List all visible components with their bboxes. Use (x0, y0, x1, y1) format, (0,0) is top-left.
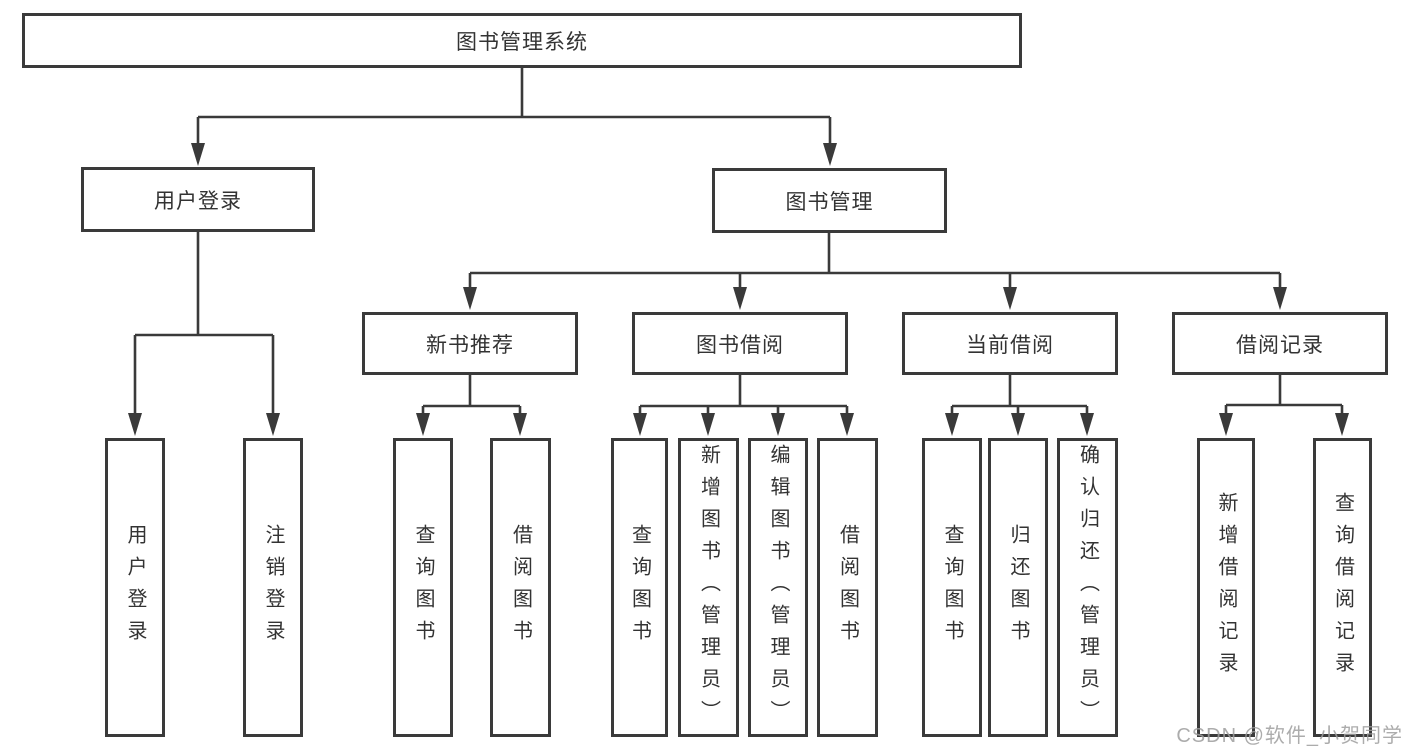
leaf-query-books-borrowing: 查询图书 (611, 438, 668, 737)
leaf-user-login: 用户登录 (105, 438, 165, 737)
csdn-watermark: CSDN @软件_小贺同学 (1176, 725, 1403, 747)
node-book-borrowing: 图书借阅 (632, 312, 848, 375)
leaf-logout-label: 注销登录 (262, 523, 284, 652)
leaf-add-borrow-record: 新增借阅记录 (1197, 438, 1255, 737)
leaf-query-borrow-record-label: 查询借阅记录 (1331, 491, 1354, 684)
node-user-login: 用户登录 (81, 167, 315, 232)
node-borrowing-records-label: 借阅记录 (1236, 333, 1324, 357)
leaf-query-books-recommend-label: 查询图书 (412, 523, 434, 652)
node-root-label: 图书管理系统 (456, 30, 588, 54)
node-current-borrowing-label: 当前借阅 (966, 333, 1054, 357)
leaf-borrow-books-recommend-label: 借阅图书 (509, 523, 532, 652)
leaf-user-login-label: 用户登录 (124, 523, 146, 652)
node-current-borrowing: 当前借阅 (902, 312, 1118, 375)
leaf-confirm-return-admin: 确认归还（管理员） (1057, 438, 1118, 737)
node-borrowing-records: 借阅记录 (1172, 312, 1388, 375)
node-book-borrowing-label: 图书借阅 (696, 333, 784, 357)
leaf-edit-book-admin: 编辑图书（管理员） (748, 438, 808, 737)
node-user-login-label: 用户登录 (154, 189, 242, 213)
node-book-management-label: 图书管理 (785, 190, 874, 214)
leaf-borrow-books-borrowing-label: 借阅图书 (836, 523, 859, 652)
node-root: 图书管理系统 (22, 13, 1022, 68)
leaf-query-books-recommend: 查询图书 (393, 438, 453, 737)
leaf-add-book-admin: 新增图书（管理员） (678, 438, 739, 737)
leaf-logout: 注销登录 (243, 438, 303, 737)
leaf-add-borrow-record-label: 新增借阅记录 (1215, 491, 1237, 684)
leaf-edit-book-admin-label: 编辑图书（管理员） (767, 443, 789, 732)
leaf-query-borrow-record: 查询借阅记录 (1313, 438, 1372, 737)
leaf-borrow-books-recommend: 借阅图书 (490, 438, 551, 737)
leaf-query-books-borrowing-label: 查询图书 (628, 523, 651, 652)
leaf-borrow-books-borrowing: 借阅图书 (817, 438, 878, 737)
leaf-query-books-current: 查询图书 (922, 438, 982, 737)
node-new-book-recommend-label: 新书推荐 (426, 333, 514, 357)
leaf-query-books-current-label: 查询图书 (941, 523, 963, 652)
node-book-management: 图书管理 (712, 168, 947, 233)
leaf-return-book-label: 归还图书 (1007, 523, 1029, 652)
leaf-return-book: 归还图书 (988, 438, 1048, 737)
node-new-book-recommend: 新书推荐 (362, 312, 578, 375)
leaf-confirm-return-admin-label: 确认归还（管理员） (1076, 443, 1099, 732)
leaf-add-book-admin-label: 新增图书（管理员） (697, 443, 720, 732)
